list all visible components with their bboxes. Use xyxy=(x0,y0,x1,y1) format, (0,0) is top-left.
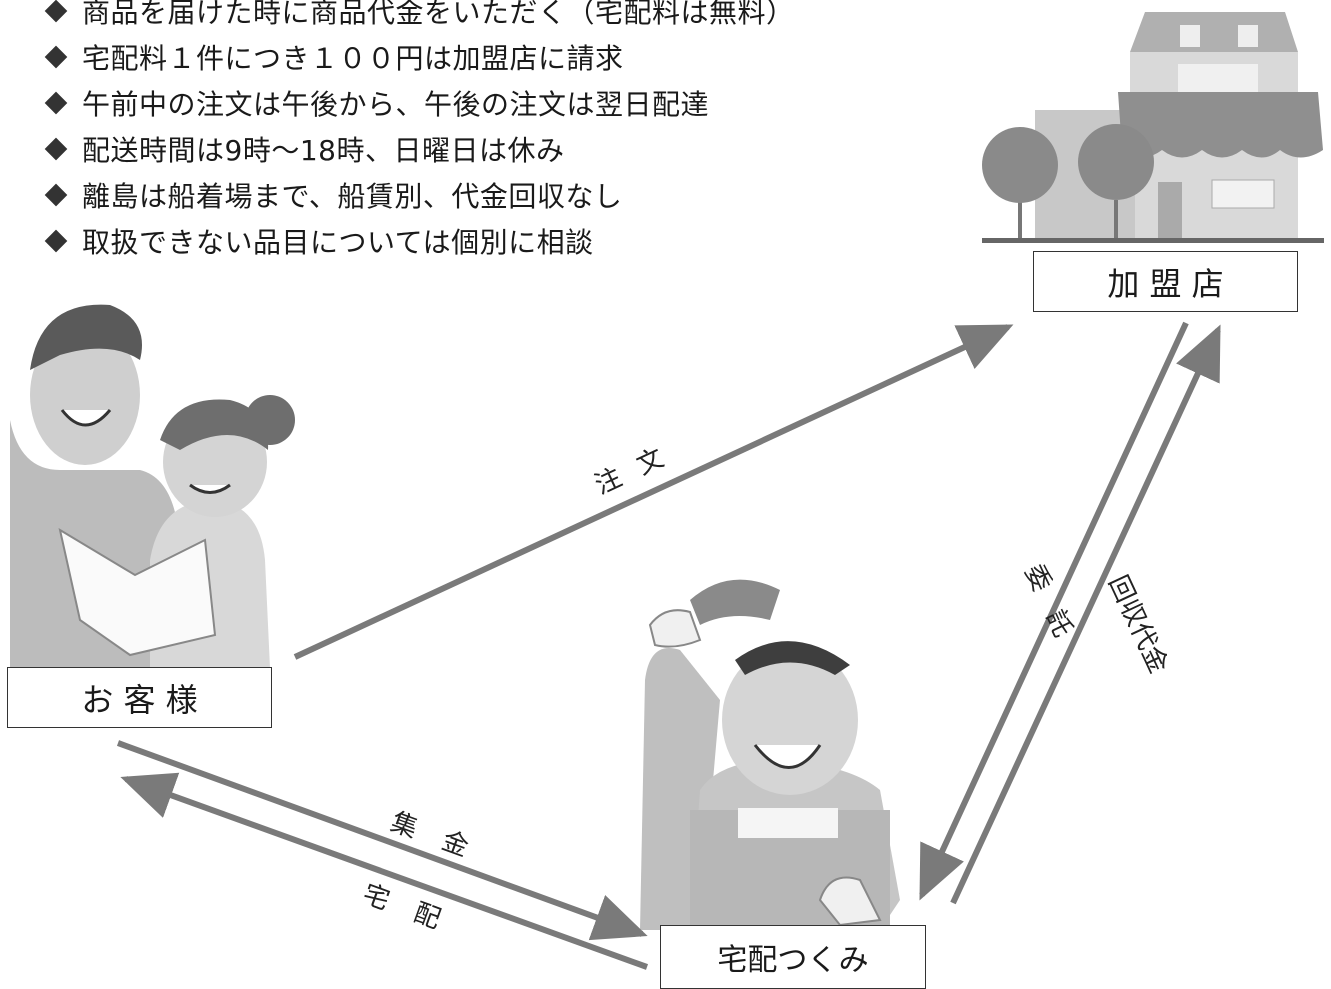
diamond-bullet-icon xyxy=(44,45,68,69)
rule-text: 取扱できない品目については個別に相談 xyxy=(82,226,594,259)
order-arrow xyxy=(293,324,1014,660)
diamond-bullet-icon xyxy=(44,91,68,115)
customer-node: お 客 様 xyxy=(7,667,272,728)
rule-item: 商品を届けた時に商品代金をいただく（宅配料は無料） xyxy=(44,0,795,34)
rule-text: 宅配料１件につき１００円は加盟店に請求 xyxy=(82,42,624,75)
rule-text: 配送時間は9時～18時、日曜日は休み xyxy=(82,134,565,167)
delivery-arrow xyxy=(120,772,649,970)
rule-text: 商品を届けた時に商品代金をいただく（宅配料は無料） xyxy=(82,0,795,29)
diamond-bullet-icon xyxy=(44,229,68,253)
diamond-bullet-icon xyxy=(44,137,68,161)
rule-item: 離島は船着場まで、船賃別、代金回収なし xyxy=(44,172,795,218)
rule-text: 離島は船着場まで、船賃別、代金回収なし xyxy=(82,180,623,213)
entrust-arrow xyxy=(919,321,1189,901)
courier-illustration xyxy=(640,579,900,930)
store-node: 加 盟 店 xyxy=(1033,251,1298,312)
collection-arrow xyxy=(116,740,648,941)
rule-item: 宅配料１件につき１００円は加盟店に請求 xyxy=(44,34,795,80)
store-illustration xyxy=(982,12,1324,243)
customers-illustration xyxy=(10,304,295,668)
diamond-bullet-icon xyxy=(44,0,68,23)
courier-node: 宅配つくみ xyxy=(660,925,926,989)
rule-item: 配送時間は9時～18時、日曜日は休み xyxy=(44,126,795,172)
rule-text: 午前中の注文は午後から、午後の注文は翌日配達 xyxy=(82,88,710,121)
payment-return-arrow xyxy=(950,324,1221,905)
rule-item: 取扱できない品目については個別に相談 xyxy=(44,218,795,264)
diamond-bullet-icon xyxy=(44,183,68,207)
rules-list: 商品を届けた時に商品代金をいただく（宅配料は無料） 宅配料１件につき１００円は加… xyxy=(44,0,795,264)
arrows xyxy=(116,321,1221,970)
rule-item: 午前中の注文は午後から、午後の注文は翌日配達 xyxy=(44,80,795,126)
